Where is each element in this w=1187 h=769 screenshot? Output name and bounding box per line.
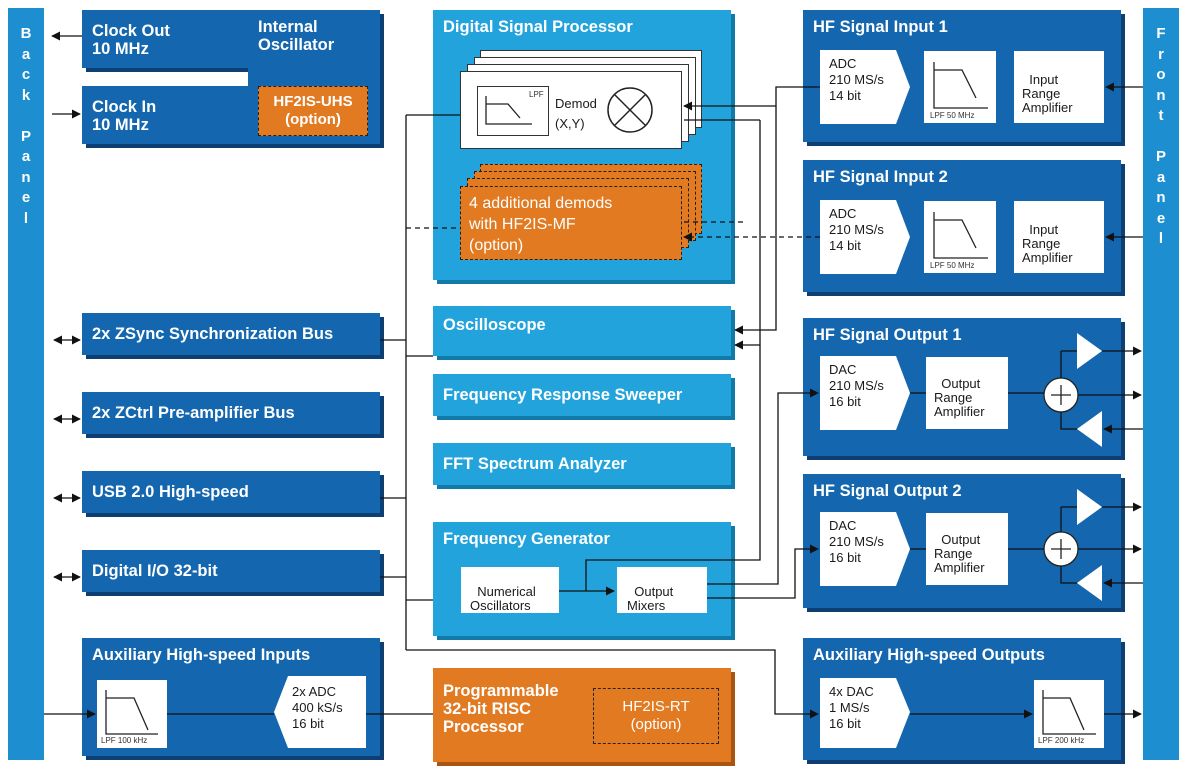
hf-in1-amp-box: Input Range Amplifier [1014,51,1104,123]
usb-block: USB 2.0 High-speed [82,471,380,513]
aux-out-lpf-box: LPF 200 kHz [1034,680,1104,748]
output-mixers-box: Output Mixers [617,567,707,613]
output-mixers-label: Output Mixers [627,584,674,613]
back-panel-label: B a c k P a n e l [20,25,32,227]
sweeper-block: Frequency Response Sweeper [433,374,731,416]
hf-in2-lpf-box: LPF 50 MHz [924,201,996,273]
hf-in2-amp-label: Input Range Amplifier [1022,222,1073,265]
oscilloscope-label: Oscilloscope [443,316,546,334]
aux-in-title: Auxiliary High-speed Inputs [92,646,311,664]
hf-in2-amp-box: Input Range Amplifier [1014,201,1104,273]
hf-out2-amp-box: Output Range Amplifier [926,513,1008,585]
zctrl-label: 2x ZCtrl Pre-amplifier Bus [92,404,295,422]
hf-out2-amp-label: Output Range Amplifier [934,532,985,575]
front-panel: F r o n t P a n e l [1143,8,1179,760]
aux-in-lpf-box: LPF 100 kHz [97,680,167,748]
zsync-label: 2x ZSync Synchronization Bus [92,325,334,343]
internal-oscillator-title: Internal Oscillator [258,18,335,54]
hf-out1-amp-label: Output Range Amplifier [934,376,985,419]
aux-in-lpf-label: LPF 100 kHz [101,736,148,745]
usb-label: USB 2.0 High-speed [92,483,249,501]
zsync-block: 2x ZSync Synchronization Bus [82,313,380,355]
hf2is-uhs-label: HF2IS-UHS (option) [273,93,353,128]
hf-out1-amp-box: Output Range Amplifier [926,357,1008,429]
back-panel: B a c k P a n e l [8,8,44,760]
addl-demods-label: 4 additional demods with HF2IS-MF (optio… [469,195,613,254]
front-panel-label: F r o n t P a n e l [1155,25,1166,247]
aux-out-title: Auxiliary High-speed Outputs [813,646,1045,664]
aux-out-dac-label: 4x DAC 1 MS/s 16 bit [829,684,874,731]
hf2is-uhs-option: HF2IS-UHS (option) [258,86,368,136]
hf-in1-lpf-label: LPF 50 MHz [930,111,975,120]
risc-block: Programmable 32-bit RISC Processor HF2IS… [433,668,731,762]
hf-input-1-title: HF Signal Input 1 [813,18,948,36]
fft-block: FFT Spectrum Analyzer [433,443,731,485]
hf-in2-adc-label: ADC 210 MS/s 14 bit [829,206,884,253]
addl-demods-option: 4 additional demods with HF2IS-MF (optio… [460,186,682,260]
hf-in2-lpf-label: LPF 50 MHz [930,261,975,270]
dsp-title: Digital Signal Processor [443,18,633,36]
internal-oscillator-block: Internal Oscillator HF2IS-UHS (option) [248,10,380,144]
hf-in1-adc-label: ADC 210 MS/s 14 bit [829,56,884,103]
fft-label: FFT Spectrum Analyzer [443,455,627,473]
hf-output-2-title: HF Signal Output 2 [813,482,962,500]
clock-out-label: Clock Out 10 MHz [92,22,170,58]
risc-title: Programmable 32-bit RISC Processor [443,682,559,736]
hf-input-2-title: HF Signal Input 2 [813,168,948,186]
demod-unit: LPF Demod (X,Y) [460,71,682,149]
demod-lpf-label: LPF [529,90,544,99]
numerical-oscillators-label: Numerical Oscillators [470,584,536,613]
numerical-oscillators-box: Numerical Oscillators [461,567,559,613]
aux-out-lpf-label: LPF 200 kHz [1038,736,1085,745]
hf-in1-lpf-box: LPF 50 MHz [924,51,996,123]
zctrl-block: 2x ZCtrl Pre-amplifier Bus [82,392,380,434]
hf-output-1-title: HF Signal Output 1 [813,326,962,344]
dio-label: Digital I/O 32-bit [92,562,218,580]
hf-in1-amp-label: Input Range Amplifier [1022,72,1073,115]
hf-out2-dac-label: DAC 210 MS/s 16 bit [829,518,884,565]
oscilloscope-block: Oscilloscope [433,306,731,356]
hf2is-rt-label: HF2IS-RT (option) [622,698,690,733]
sweeper-label: Frequency Response Sweeper [443,386,683,404]
hf-out1-dac-label: DAC 210 MS/s 16 bit [829,362,884,409]
hf2is-rt-option: HF2IS-RT (option) [593,688,719,744]
clock-in-label: Clock In 10 MHz [92,98,157,134]
aux-in-adc-label: 2x ADC 400 kS/s 16 bit [292,684,343,731]
frequency-generator-title: Frequency Generator [443,530,610,548]
demod-label: Demod (X,Y) [555,96,597,131]
dio-block: Digital I/O 32-bit [82,550,380,592]
